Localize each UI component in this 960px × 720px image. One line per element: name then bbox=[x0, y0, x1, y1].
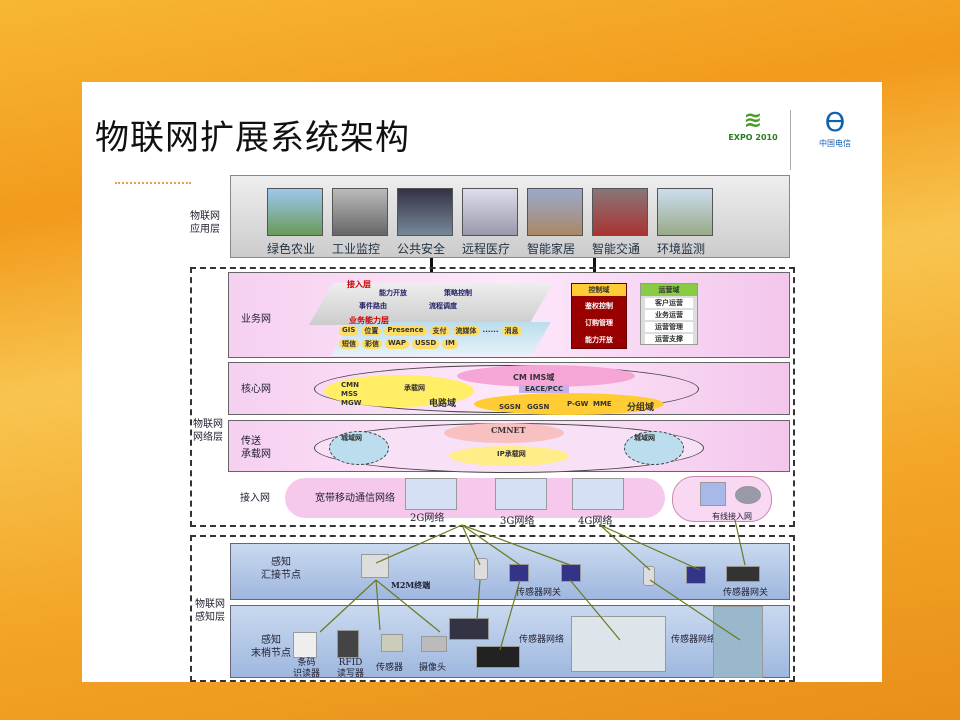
perception-layer-label: 物联网 感知层 bbox=[195, 598, 225, 624]
app-item: 公共安全 bbox=[397, 242, 446, 256]
slide-title: 物联网扩展系统架构 bbox=[95, 118, 410, 158]
access-network-label: 接入网 bbox=[240, 493, 270, 504]
4g-tower bbox=[572, 478, 624, 510]
metro-ring bbox=[329, 431, 389, 465]
control-domain: 控制域 鉴权控制 订购管理 能力开放 bbox=[571, 283, 627, 349]
gateway-icon bbox=[686, 566, 706, 584]
switch-icon bbox=[700, 482, 726, 506]
transport-network: 传送 承载网 城域网 CMNET IP承载网 城域网 bbox=[228, 420, 790, 473]
connector-line bbox=[430, 258, 433, 280]
environment-image bbox=[657, 188, 713, 236]
logo-divider bbox=[790, 110, 791, 170]
title-divider bbox=[115, 182, 191, 184]
app-item: 绿色农业 bbox=[267, 242, 316, 256]
app-item: 远程医疗 bbox=[462, 242, 511, 256]
camera-icon bbox=[421, 636, 447, 652]
security-image bbox=[397, 188, 453, 236]
business-network: 业务网 接入层 能力开放 策略控制 事件路由 流程调度 业务能力层 GIS 位置… bbox=[228, 272, 790, 358]
app-item: 智能家居 bbox=[527, 242, 576, 256]
barcode-reader-icon bbox=[293, 632, 317, 658]
agriculture-image bbox=[267, 188, 323, 236]
m2m-terminal-icon bbox=[361, 554, 389, 578]
antenna-icon bbox=[474, 558, 488, 580]
sensor-network-image bbox=[713, 606, 763, 678]
application-layer-label: 物联网 应用层 bbox=[190, 211, 220, 235]
industry-image bbox=[332, 188, 388, 236]
car-icon bbox=[449, 618, 489, 640]
application-layer: 绿色农业 工业监控 公共安全 远程医疗 智能家居 智能交通 环境监测 bbox=[230, 175, 790, 258]
rfid-reader-icon bbox=[337, 630, 359, 658]
core-network: 核心网 CMN MSS MGW 承载网 电路域 CM IMS域 EACE/PCC… bbox=[228, 362, 790, 415]
cs-domain bbox=[324, 375, 474, 407]
capability-list: GIS 位置 Presence 支付 流媒体 ...... 消息 短信 彩信 W… bbox=[339, 326, 539, 349]
operation-domain: 运营域 客户运营 业务运营 运营管理 运营支撑 bbox=[640, 283, 698, 345]
app-item: 智能交通 bbox=[592, 242, 641, 256]
2g-tower bbox=[405, 478, 457, 510]
ip-bearer-area bbox=[449, 446, 569, 466]
aggregation-nodes: 感知 汇接节点 M2M终端 传感器网关 传感器网关 bbox=[230, 543, 790, 600]
home-image bbox=[527, 188, 583, 236]
gateway-box-icon bbox=[726, 566, 760, 582]
ims-domain bbox=[457, 365, 635, 387]
app-item: 工业监控 bbox=[332, 242, 381, 256]
sensor-network-image bbox=[571, 616, 666, 672]
ps-domain bbox=[474, 393, 664, 415]
metro-ring bbox=[624, 431, 684, 465]
cmnet-area bbox=[444, 423, 564, 443]
sensor-icon bbox=[381, 634, 403, 652]
network-layer-label: 物联网 网络层 bbox=[193, 418, 223, 444]
3g-tower bbox=[495, 478, 547, 510]
network-layer bbox=[190, 267, 795, 527]
traffic-image bbox=[592, 188, 648, 236]
car-icon bbox=[476, 646, 520, 668]
medical-image bbox=[462, 188, 518, 236]
expo-logo: ≋EXPO 2010 bbox=[728, 108, 778, 142]
connector-line bbox=[593, 258, 596, 280]
router-icon bbox=[735, 486, 761, 504]
app-item: 环境监测 bbox=[657, 242, 706, 256]
